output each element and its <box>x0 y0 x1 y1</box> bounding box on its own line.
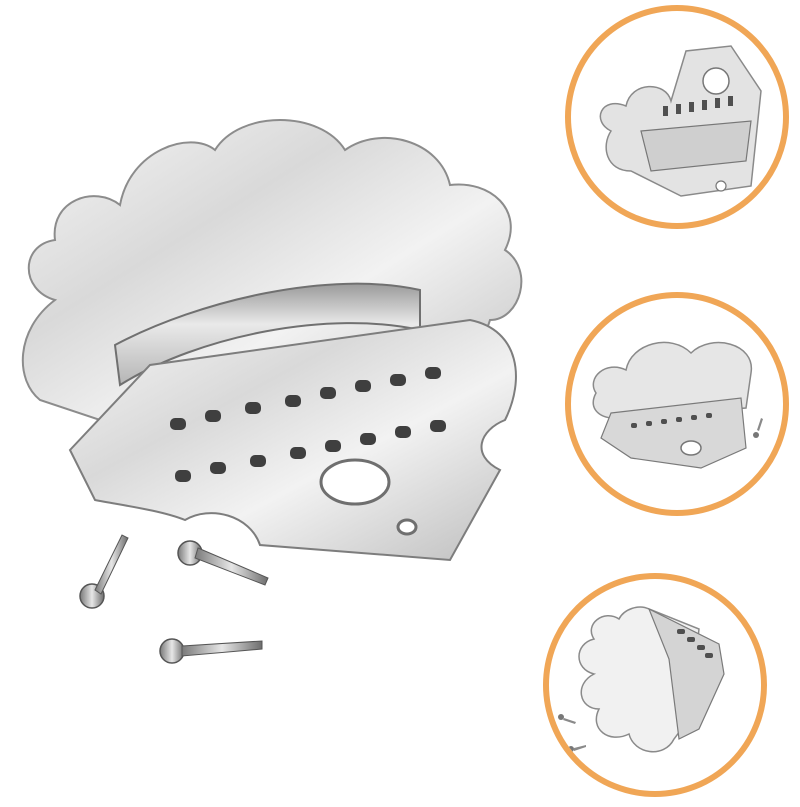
string-holes-upper <box>170 367 441 430</box>
mounting-hole-large <box>319 458 391 506</box>
string-holes-lower <box>175 420 446 482</box>
thumbnail-top <box>565 5 789 229</box>
thumbnail-middle-screw <box>753 418 763 438</box>
screw-1 <box>79 534 129 609</box>
screw-2 <box>177 540 269 586</box>
thumbnail-middle-tailpiece <box>592 341 763 469</box>
thumbnail-middle <box>565 292 789 516</box>
thumbnail-top-tailpiece <box>599 45 762 197</box>
screw-3 <box>159 638 263 664</box>
thumbnail-bottom-screw-2 <box>568 745 586 752</box>
thumbnail-bottom-screw-1 <box>558 714 576 724</box>
thumbnail-bottom-tailpiece <box>558 606 725 753</box>
thumbnail-bottom <box>543 573 767 797</box>
main-tailpiece-photo <box>21 119 523 664</box>
mounting-hole-small <box>396 518 418 536</box>
